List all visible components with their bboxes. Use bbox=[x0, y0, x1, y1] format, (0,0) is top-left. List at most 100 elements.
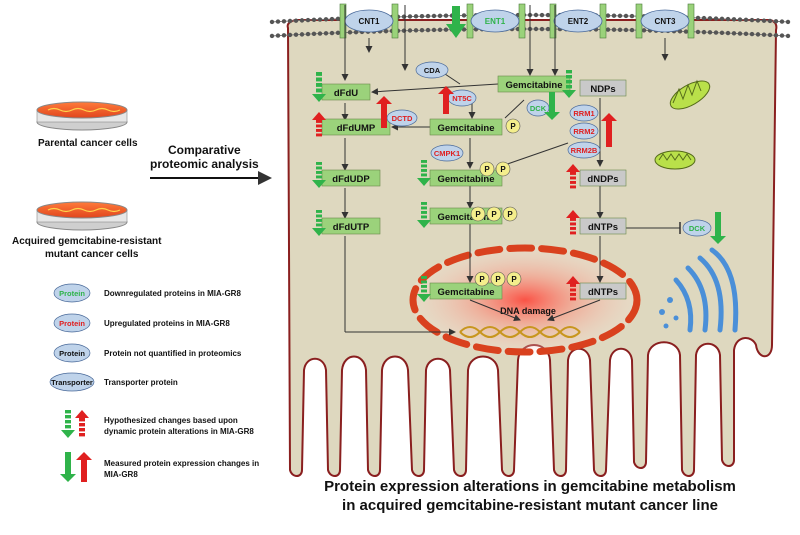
svg-text:P: P bbox=[479, 275, 485, 284]
protein-label: DCTD bbox=[392, 114, 413, 123]
caption-line2: in acquired gemcitabine-resistant mutant… bbox=[342, 497, 718, 514]
transporter-label: ENT2 bbox=[568, 17, 589, 26]
comparative-label-line1: Comparative bbox=[168, 143, 241, 157]
transporter-ent1: ENT1 bbox=[466, 3, 526, 39]
mitochondrion-icon bbox=[669, 79, 711, 110]
dck-down-arrow bbox=[544, 92, 560, 120]
metabolite-label: Gemcitabine bbox=[437, 287, 494, 298]
protein-rrm1: RRM1 bbox=[569, 104, 599, 122]
metabolite-dfdudp: dFdUDP bbox=[321, 169, 381, 187]
phosphate-icon: P bbox=[486, 206, 502, 222]
protein-label: RRM2 bbox=[573, 127, 594, 136]
metabolite-label: Gemcitabine bbox=[505, 80, 562, 91]
parental-dish-icon bbox=[36, 101, 128, 131]
metabolite-label: dFdUMP bbox=[337, 123, 376, 134]
metabolite-label: dFdUDP bbox=[332, 174, 370, 185]
dna-damage-label: DNA damage bbox=[500, 306, 556, 316]
protein-dctd: DCTD bbox=[386, 109, 418, 127]
protein-cmpk1: CMPK1 bbox=[430, 144, 464, 162]
phosphate-icon: P bbox=[470, 206, 486, 222]
golgi-apparatus-icon bbox=[659, 247, 739, 333]
metabolite-dndps: dNDPs bbox=[579, 169, 627, 187]
svg-text:P: P bbox=[491, 210, 497, 219]
protein-rrm2b: RRM2B bbox=[567, 141, 601, 159]
parental-label: Parental cancer cells bbox=[38, 138, 138, 149]
legend-solid-down-arrow bbox=[60, 452, 76, 482]
metabolite-gem-top: Gemcitabine bbox=[497, 75, 571, 93]
transporter-label: ENT1 bbox=[485, 17, 506, 26]
metabolite-gem-2: Gemcitabine bbox=[429, 118, 503, 136]
gem-top-down-arrow bbox=[562, 70, 576, 98]
dfdu-down-arrow bbox=[312, 72, 326, 102]
transporter-label: CNT3 bbox=[655, 17, 676, 26]
metabolite-label: dNDPs bbox=[587, 174, 618, 185]
caption-line1: Protein expression alterations in gemcit… bbox=[324, 478, 736, 495]
legend-notquant-text: Protein not quantified in proteomics bbox=[104, 349, 242, 358]
metabolite-label: dFdUTP bbox=[333, 222, 370, 233]
legend-transporter-text: Transporter protein bbox=[104, 378, 178, 387]
metabolite-label: dNTPs bbox=[588, 287, 618, 298]
protein-dck-right: DCK bbox=[682, 219, 712, 237]
gem5-down-arrow bbox=[417, 276, 431, 302]
protein-label: DCK bbox=[689, 224, 706, 233]
metabolite-dfdu: dFdU bbox=[321, 83, 371, 101]
legend-dashed-text-1: Hypothesized changes based upon bbox=[104, 416, 238, 425]
metabolite-dntps: dNTPs bbox=[579, 217, 627, 235]
phosphate-icon: P bbox=[474, 271, 490, 287]
comparative-label-line2: proteomic analysis bbox=[150, 157, 259, 171]
legend-dashed-text-2: dynamic protein alterations in MIA-GR8 bbox=[104, 427, 254, 436]
legend-protein-oval: Protein bbox=[53, 313, 91, 333]
legend-solid-text-2: MIA-GR8 bbox=[104, 470, 138, 479]
transporter-ent2: ENT2 bbox=[549, 3, 607, 39]
dntps2-up-arrow bbox=[566, 276, 580, 301]
phosphate-icon: P bbox=[506, 271, 522, 287]
rrm-up-arrow bbox=[601, 113, 617, 147]
phosphate-icon: P bbox=[502, 206, 518, 222]
metabolite-label: Gemcitabine bbox=[437, 123, 494, 134]
nucleus: DNA damage bbox=[409, 244, 641, 356]
metabolite-dfdutp: dFdUTP bbox=[321, 217, 381, 235]
svg-text:P: P bbox=[495, 275, 501, 284]
gem4-down-arrow bbox=[417, 202, 431, 228]
legend-dashed-down-arrow bbox=[61, 410, 75, 438]
legend-solid-up-arrow bbox=[76, 452, 92, 482]
metabolite-dfdump: dFdUMP bbox=[321, 118, 391, 136]
nt5c-up-arrow bbox=[438, 86, 454, 114]
metabolite-label: NDPs bbox=[590, 84, 615, 95]
metabolite-gem-5: Gemcitabine bbox=[429, 282, 503, 300]
metabolite-ndps: NDPs bbox=[579, 79, 627, 97]
protein-label: DCK bbox=[530, 104, 547, 113]
protein-cda: CDA bbox=[415, 61, 449, 79]
dfdump-up-arrow bbox=[312, 112, 326, 137]
protein-label: RRM1 bbox=[573, 109, 594, 118]
svg-text:P: P bbox=[500, 165, 506, 174]
protein-label: NT5C bbox=[452, 94, 472, 103]
protein-label: CDA bbox=[424, 66, 441, 75]
legend-down-text: Downregulated proteins in MIA-GR8 bbox=[104, 289, 241, 298]
legend-transporter-oval: Transporter bbox=[49, 372, 95, 392]
resistant-label-line1: Acquired gemcitabine-resistant bbox=[12, 236, 162, 247]
phosphate-icon: P bbox=[505, 118, 521, 134]
dfdudp-down-arrow bbox=[312, 162, 326, 188]
legend-up-text: Upregulated proteins in MIA-GR8 bbox=[104, 319, 230, 328]
phosphate-icon: P bbox=[479, 161, 495, 177]
metabolite-label: Gemcitabine bbox=[437, 174, 494, 185]
legend-protein-oval: Protein bbox=[53, 343, 91, 363]
gem3-down-arrow bbox=[417, 160, 431, 186]
ent1-down-arrow bbox=[446, 6, 466, 38]
mitochondrion-icon bbox=[654, 150, 696, 170]
dntps-up-arrow bbox=[566, 210, 580, 235]
protein-rrm2: RRM2 bbox=[569, 122, 599, 140]
dctd-up-arrow bbox=[376, 96, 392, 128]
dna-helix-icon bbox=[459, 326, 581, 338]
metabolite-label: dFdU bbox=[334, 88, 358, 99]
phosphate-icon: P bbox=[495, 161, 511, 177]
resistant-dish-icon bbox=[36, 201, 128, 231]
legend-solid-text-1: Measured protein expression changes in bbox=[104, 459, 260, 468]
legend-key-label: Protein bbox=[59, 319, 85, 328]
legend-key-label: Protein bbox=[59, 289, 85, 298]
transporter-cnt3: CNT3 bbox=[635, 3, 695, 61]
legend-key-label: Transporter bbox=[51, 378, 93, 387]
svg-text:P: P bbox=[475, 210, 481, 219]
dfdutp-down-arrow bbox=[312, 210, 326, 236]
